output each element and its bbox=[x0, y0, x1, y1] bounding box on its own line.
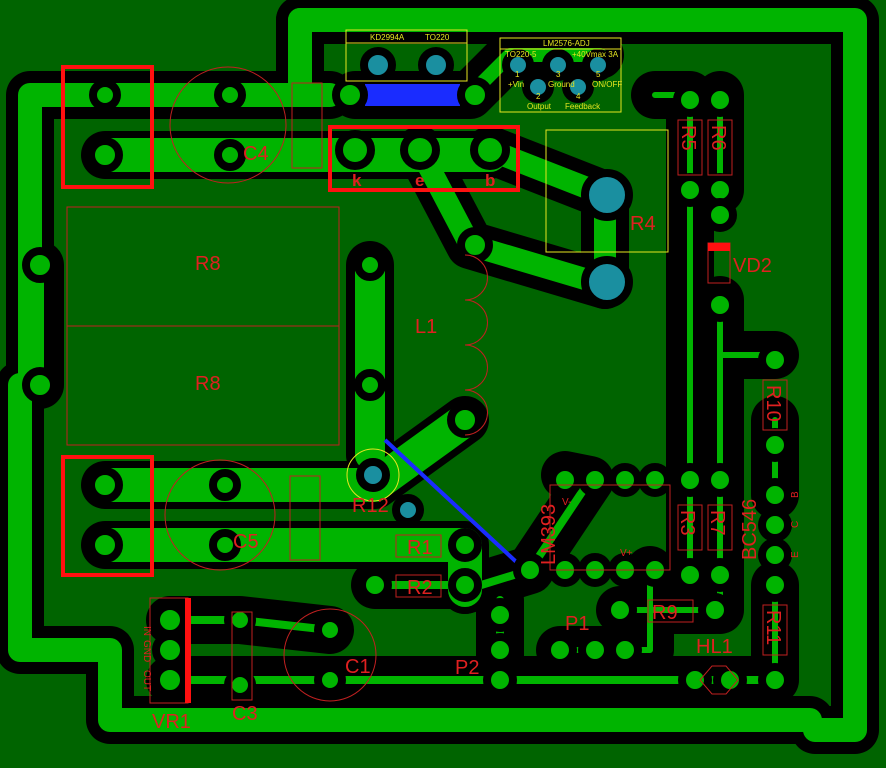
lm2576-rating: +40Vmax 3A bbox=[572, 50, 619, 59]
lm2576-package: TO220-5 bbox=[505, 50, 537, 59]
lm393-vplus: V+ bbox=[620, 548, 633, 559]
kd2994a-outline bbox=[345, 29, 468, 82]
label-r5: R5 bbox=[677, 125, 699, 151]
pin-number: 1 bbox=[515, 70, 520, 79]
label-p1: P1 bbox=[565, 613, 589, 635]
pin-number: 5 bbox=[596, 70, 601, 79]
pin-number: 2 bbox=[536, 92, 541, 101]
pin-label-feedback: Feedback bbox=[565, 102, 601, 111]
label-r1: R1 bbox=[407, 537, 433, 559]
lm2576-outline bbox=[499, 37, 622, 113]
label-c4: C4 bbox=[243, 143, 269, 165]
pin-label-vin: +Vin bbox=[508, 80, 524, 89]
pin-label-ground: Ground bbox=[548, 80, 575, 89]
label-r4: R4 bbox=[630, 213, 656, 235]
highlight-box bbox=[328, 125, 520, 192]
jumper-wire bbox=[383, 438, 527, 572]
pin-label-e: E bbox=[790, 551, 801, 558]
pads bbox=[22, 47, 792, 701]
label-r3: R3 bbox=[676, 510, 698, 536]
label-r7: R7 bbox=[706, 510, 728, 536]
pin-label-in: IN bbox=[141, 626, 152, 636]
kd2994a-name: KD2994A bbox=[370, 33, 405, 42]
pin-label-gnd: GND bbox=[141, 640, 152, 662]
silkscreen bbox=[66, 66, 788, 704]
label-r12: R12 bbox=[352, 495, 389, 517]
label-vd2: VD2 bbox=[733, 255, 772, 277]
label-lm393: LM393 bbox=[538, 504, 560, 565]
pin-label-output: Output bbox=[527, 102, 552, 111]
label-c3: C3 bbox=[232, 703, 258, 725]
label-c5: C5 bbox=[233, 531, 259, 553]
highlight-box bbox=[61, 455, 154, 577]
label-p2: P2 bbox=[455, 657, 479, 679]
pin-label-b: B bbox=[790, 491, 801, 498]
pin-label-e: e bbox=[415, 171, 424, 190]
label-r8: R8 bbox=[195, 253, 221, 275]
pin-number: 3 bbox=[556, 70, 561, 79]
lm2576-name: LM2576-ADJ bbox=[543, 39, 590, 48]
label-vr1: VR1 bbox=[152, 711, 191, 733]
label-r11: R11 bbox=[762, 610, 784, 645]
kd2994a-package: TO220 bbox=[425, 33, 450, 42]
pin-label-out: OUT bbox=[141, 670, 152, 691]
highlight-box bbox=[61, 65, 154, 189]
label-r8: R8 bbox=[195, 373, 221, 395]
label-r10: R10 bbox=[762, 385, 784, 422]
labels: KD2994A TO220 LM2576-ADJ TO220-5 +40Vmax… bbox=[141, 33, 801, 733]
label-r2: R2 bbox=[407, 577, 433, 599]
pin-number: 4 bbox=[576, 92, 581, 101]
pin-label-k: k bbox=[352, 171, 362, 190]
pin-label-onoff: ON/OFF bbox=[592, 80, 622, 89]
label-hl1: HL1 bbox=[696, 636, 733, 658]
label-l1: L1 bbox=[415, 316, 437, 338]
pin-label-c: C bbox=[790, 521, 801, 528]
label-r6: R6 bbox=[707, 125, 729, 151]
r4-outline bbox=[545, 129, 669, 253]
pin-label-b: b bbox=[485, 171, 495, 190]
label-r9: R9 bbox=[652, 602, 678, 624]
label-bc546: BC546 bbox=[739, 499, 761, 560]
label-c1: C1 bbox=[345, 656, 371, 678]
lm393-vminus: V- bbox=[562, 497, 571, 508]
